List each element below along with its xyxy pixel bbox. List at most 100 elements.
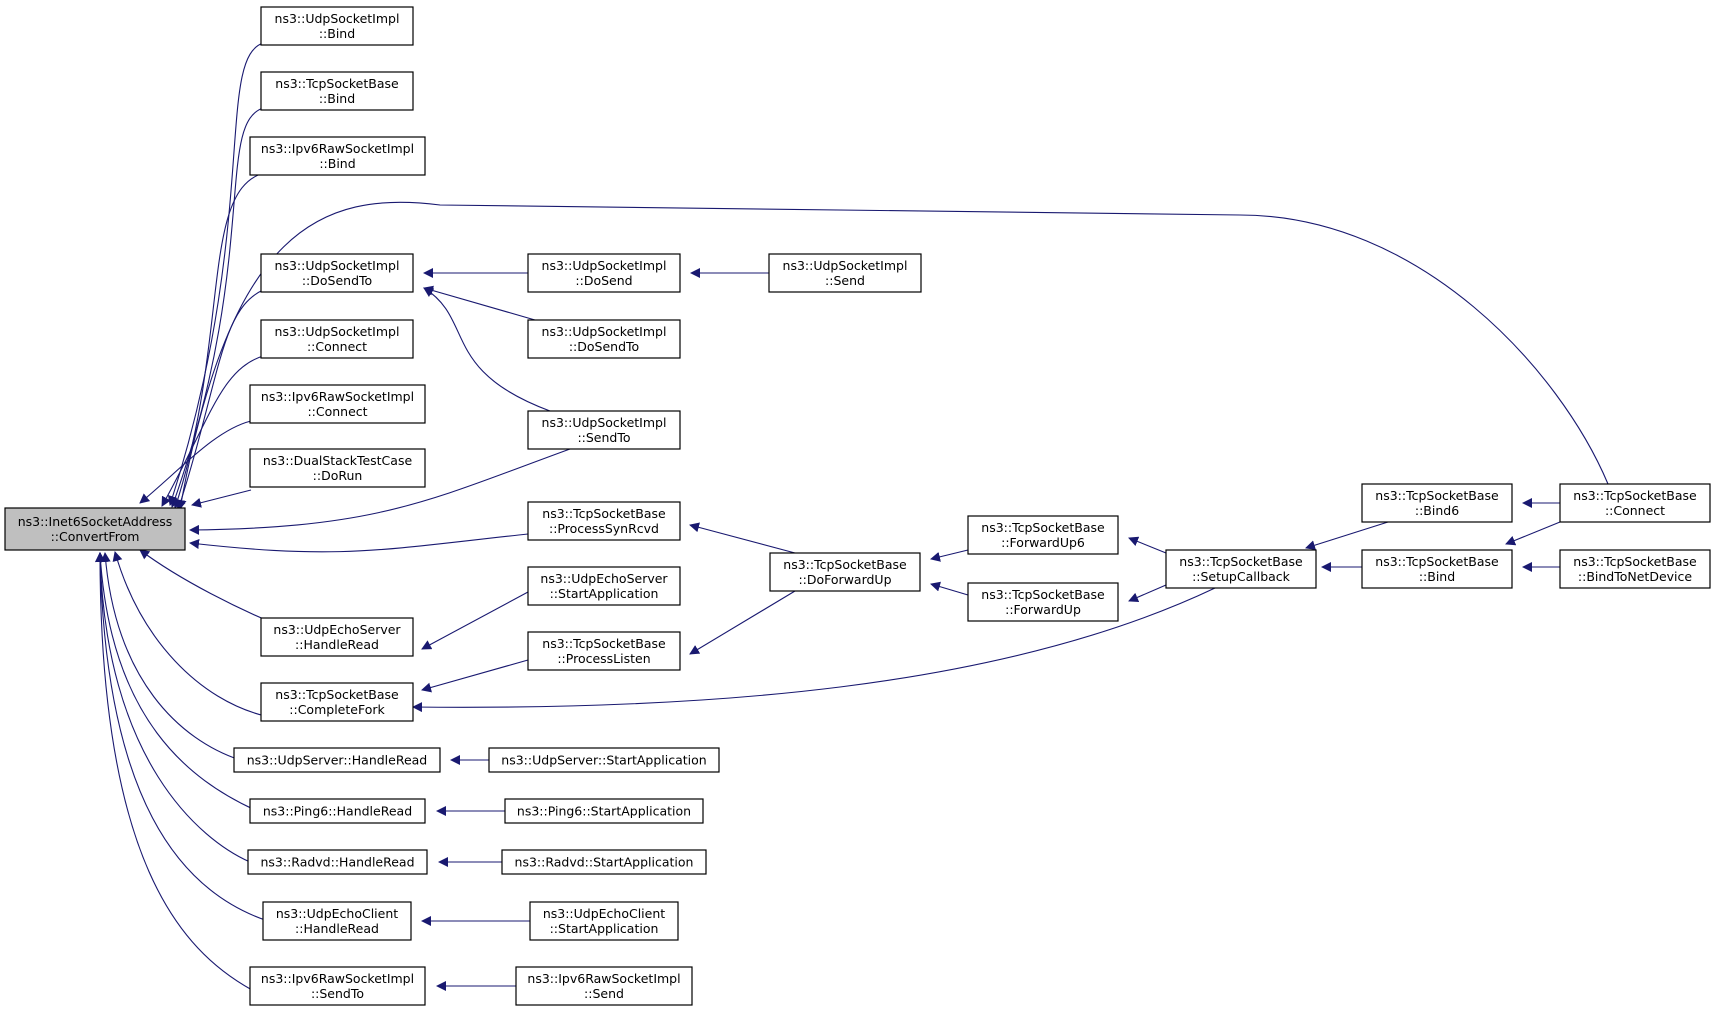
call-edge-2 xyxy=(173,172,265,509)
node-label: ::DoForwardUp xyxy=(798,572,891,587)
node-udpecho-client-handleread[interactable]: ns3::UdpEchoClient::HandleRead xyxy=(262,901,412,941)
node-label: ::Bind xyxy=(319,156,355,171)
node-label: ns3::UdpServer::HandleRead xyxy=(247,753,428,768)
node-root[interactable]: ns3::Inet6SocketAddress::ConvertFrom xyxy=(4,507,186,551)
call-edge-23 xyxy=(412,587,1216,713)
node-label: ::HandleRead xyxy=(295,921,379,936)
call-edge-9 xyxy=(189,533,529,553)
node-tcpbase-completefork[interactable]: ns3::TcpSocketBase::CompleteFork xyxy=(260,682,414,722)
call-edge-16 xyxy=(95,552,253,991)
node-label: ::Connect xyxy=(307,404,367,419)
call-edge-15 xyxy=(95,552,266,921)
node-label: ns3::Radvd::HandleRead xyxy=(260,855,414,870)
node-udpimpl-dosend[interactable]: ns3::UdpSocketImpl::DoSend xyxy=(527,253,681,293)
node-label: ns3::UdpEchoClient xyxy=(543,906,665,921)
node-udpserver-handleread[interactable]: ns3::UdpServer::HandleRead xyxy=(233,747,441,773)
node-tcpbase-connect[interactable]: ns3::TcpSocketBase::Connect xyxy=(1559,483,1711,523)
node-radvd-start[interactable]: ns3::Radvd::StartApplication xyxy=(501,849,707,875)
node-udpecho-client-start[interactable]: ns3::UdpEchoClient::StartApplication xyxy=(529,901,679,941)
node-dualstack-dorun[interactable]: ns3::DualStackTestCase::DoRun xyxy=(249,448,426,488)
node-box xyxy=(249,384,426,424)
node-box xyxy=(769,552,921,592)
node-label: ::ProcessSynRcvd xyxy=(549,521,659,536)
node-label: ns3::TcpSocketBase xyxy=(1573,488,1697,503)
node-label: ns3::TcpSocketBase xyxy=(1375,488,1499,503)
node-label: ::DoSendTo xyxy=(569,339,639,354)
node-label: ns3::Ping6::HandleRead xyxy=(263,804,412,819)
node-box xyxy=(1559,483,1711,523)
node-label: ::Bind xyxy=(319,26,355,41)
node-label: ns3::UdpEchoClient xyxy=(276,906,398,921)
node-udpecho-server-start[interactable]: ns3::UdpEchoServer::StartApplication xyxy=(527,566,681,606)
node-tcpbase-bind-top[interactable]: ns3::TcpSocketBase::Bind xyxy=(260,71,414,111)
node-box xyxy=(527,319,681,359)
call-edge-22 xyxy=(421,659,529,693)
node-label: ::Bind xyxy=(1419,569,1455,584)
call-edge-33 xyxy=(1505,521,1561,546)
node-tcpbase-forwardup6[interactable]: ns3::TcpSocketBase::ForwardUp6 xyxy=(967,515,1119,555)
node-label: ns3::UdpSocketImpl xyxy=(275,324,400,339)
node-label: ns3::TcpSocketBase xyxy=(783,557,907,572)
call-edge-6 xyxy=(139,420,252,504)
node-ipv6raw-connect[interactable]: ns3::Ipv6RawSocketImpl::Connect xyxy=(249,384,426,424)
call-edge-21 xyxy=(421,591,529,650)
node-box xyxy=(527,631,681,671)
node-label: ::HandleRead xyxy=(295,637,379,652)
node-label: ns3::UdpSocketImpl xyxy=(542,324,667,339)
node-box xyxy=(260,71,414,111)
node-box xyxy=(249,136,426,176)
node-label: ns3::TcpSocketBase xyxy=(981,587,1105,602)
node-label: ns3::Ipv6RawSocketImpl xyxy=(261,141,414,156)
node-box xyxy=(247,849,428,875)
node-label: ::Send xyxy=(825,273,865,288)
node-udpecho-server-handleread[interactable]: ns3::UdpEchoServer::HandleRead xyxy=(260,617,414,657)
node-label: ns3::TcpSocketBase xyxy=(542,506,666,521)
node-tcpbase-processlisten[interactable]: ns3::TcpSocketBase::ProcessListen xyxy=(527,631,681,671)
node-udpserver-start[interactable]: ns3::UdpServer::StartApplication xyxy=(488,747,720,773)
node-box xyxy=(527,410,681,450)
call-edge-10 xyxy=(139,549,286,629)
node-box xyxy=(515,966,693,1006)
call-edge-18 xyxy=(423,285,536,321)
node-box xyxy=(233,747,441,773)
node-label: ::Connect xyxy=(307,339,367,354)
node-ping6-handleread[interactable]: ns3::Ping6::HandleRead xyxy=(249,798,426,824)
node-ipv6raw-sendto[interactable]: ns3::Ipv6RawSocketImpl::SendTo xyxy=(249,966,426,1006)
node-label: ns3::TcpSocketBase xyxy=(1573,554,1697,569)
node-tcpbase-setupcallback[interactable]: ns3::TcpSocketBase::SetupCallback xyxy=(1165,549,1317,589)
call-edge-19 xyxy=(423,287,551,412)
node-box xyxy=(249,448,426,488)
call-edge-31 xyxy=(1305,521,1389,551)
call-edge-7 xyxy=(191,489,252,508)
node-ipv6raw-send[interactable]: ns3::Ipv6RawSocketImpl::Send xyxy=(515,966,693,1006)
node-box xyxy=(527,501,681,541)
node-label: ns3::UdpSocketImpl xyxy=(275,11,400,26)
node-label: ns3::Inet6SocketAddress xyxy=(18,514,173,529)
node-radvd-handleread[interactable]: ns3::Radvd::HandleRead xyxy=(247,849,428,875)
node-box xyxy=(260,253,414,293)
call-edge-27 xyxy=(930,581,969,596)
call-edge-12 xyxy=(100,552,241,761)
call-edges xyxy=(95,42,1609,991)
node-tcpbase-processsynrcvd[interactable]: ns3::TcpSocketBase::ProcessSynRcvd xyxy=(527,501,681,541)
node-udpimpl-dosendto2[interactable]: ns3::UdpSocketImpl::DoSendTo xyxy=(527,319,681,359)
node-label: ns3::TcpSocketBase xyxy=(1179,554,1303,569)
call-edge-13 xyxy=(95,552,256,811)
node-udpimpl-connect[interactable]: ns3::UdpSocketImpl::Connect xyxy=(260,319,414,359)
node-udpimpl-bind[interactable]: ns3::UdpSocketImpl::Bind xyxy=(260,6,414,46)
node-label: ns3::TcpSocketBase xyxy=(275,687,399,702)
node-box xyxy=(249,966,426,1006)
node-label: ::StartApplication xyxy=(550,921,659,936)
node-udpimpl-dosendto[interactable]: ns3::UdpSocketImpl::DoSendTo xyxy=(260,253,414,293)
node-ipv6raw-bind[interactable]: ns3::Ipv6RawSocketImpl::Bind xyxy=(249,136,426,176)
node-tcpbase-bindtonetdevice[interactable]: ns3::TcpSocketBase::BindToNetDevice xyxy=(1559,549,1711,589)
node-udpimpl-sendto[interactable]: ns3::UdpSocketImpl::SendTo xyxy=(527,410,681,450)
node-ping6-start[interactable]: ns3::Ping6::StartApplication xyxy=(504,798,704,824)
node-tcpbase-bind[interactable]: ns3::TcpSocketBase::Bind xyxy=(1361,549,1513,589)
node-label: ::SendTo xyxy=(577,430,630,445)
node-udpimpl-send[interactable]: ns3::UdpSocketImpl::Send xyxy=(768,253,922,293)
node-tcpbase-bind6[interactable]: ns3::TcpSocketBase::Bind6 xyxy=(1361,483,1513,523)
node-box xyxy=(527,253,681,293)
node-tcpbase-doforwardup[interactable]: ns3::TcpSocketBase::DoForwardUp xyxy=(769,552,921,592)
node-tcpbase-forwardup[interactable]: ns3::TcpSocketBase::ForwardUp xyxy=(967,582,1119,622)
